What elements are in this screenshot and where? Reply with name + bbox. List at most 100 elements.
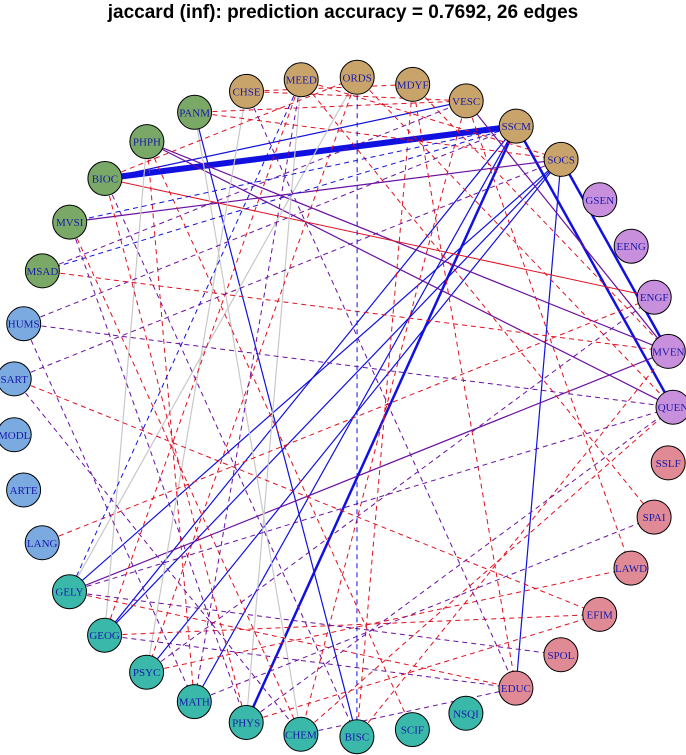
node-circle	[498, 108, 534, 144]
node-circle	[448, 83, 484, 119]
node-label: SSCM	[502, 121, 532, 133]
node-circle	[283, 62, 319, 98]
edge-phph-geog	[104, 141, 148, 636]
node-circle	[6, 472, 42, 508]
node-label: BIOC	[92, 174, 118, 186]
node-circle	[448, 695, 484, 731]
node-bisc: BISC	[339, 719, 375, 755]
node-label: EENG	[617, 241, 646, 253]
node-label: SCIF	[401, 725, 424, 737]
node-meed: MEED	[283, 62, 319, 98]
node-label: CHSE	[232, 86, 260, 98]
node-circle	[655, 389, 686, 425]
edge-math-spai	[194, 516, 655, 703]
edge-socs-mven	[560, 158, 670, 353]
node-gsen: GSEN	[582, 182, 618, 218]
edge-gely-mven	[69, 350, 669, 593]
edge-meed-math	[193, 79, 302, 702]
edge-panm-chem	[194, 112, 302, 735]
edge-sscm-phys	[245, 125, 518, 724]
node-label: MEED	[286, 75, 317, 87]
edge-msad-vesc	[42, 100, 467, 272]
node-quen: QUEN	[655, 389, 686, 425]
edge-geog-efim	[104, 613, 600, 636]
edge-bioc-ords	[104, 76, 358, 179]
node-gely: GELY	[52, 574, 87, 610]
edge-sscm-math	[193, 125, 517, 702]
node-circle	[229, 73, 264, 109]
node-math: MATH	[176, 684, 212, 720]
node-label: MDYF	[397, 79, 429, 91]
edge-ords-psyc	[146, 77, 358, 673]
node-socs: SOCS	[543, 141, 579, 177]
node-label: SPAI	[643, 512, 666, 524]
node-circle	[613, 228, 649, 264]
node-circle	[543, 141, 579, 177]
node-panm: PANM	[177, 94, 213, 130]
graph-title: jaccard (inf): prediction accuracy = 0.7…	[107, 2, 579, 23]
node-circle	[582, 182, 618, 218]
node-efim: EFIM	[582, 596, 618, 632]
node-label: MSAD	[27, 266, 59, 278]
node-label: HUMS	[8, 319, 40, 331]
edge-mdyf-educ	[412, 84, 517, 689]
edge-phys-quen	[245, 406, 674, 723]
edge-bioc-vesc	[104, 100, 467, 180]
node-psyc: PSYC	[129, 654, 165, 690]
node-label: PSYC	[133, 667, 161, 679]
node-spol: SPOL	[543, 637, 579, 673]
edge-bisc-mven	[356, 351, 669, 738]
node-label: MATH	[179, 697, 210, 709]
node-circle	[129, 654, 165, 690]
node-circle	[650, 445, 686, 481]
node-circle	[339, 59, 375, 95]
node-label: CHEM	[285, 729, 317, 741]
node-circle	[498, 670, 534, 706]
node-mvsi: MVSI	[52, 204, 88, 240]
node-phph: PHPH	[129, 124, 165, 160]
node-circle	[543, 637, 579, 673]
node-circle	[52, 574, 87, 610]
node-label: PHYS	[232, 718, 260, 730]
edge-phys-efim	[246, 613, 600, 723]
edge-meed-gely	[69, 79, 302, 592]
edge-sart-chem	[13, 378, 302, 735]
edge-socs-geog	[104, 158, 562, 636]
edge-meed-spai	[300, 79, 655, 518]
edge-bioc-phys	[104, 178, 247, 723]
node-label: SPOL	[547, 650, 574, 662]
node-circle	[613, 550, 649, 586]
node-circle	[24, 253, 60, 289]
edge-psyc-lawd	[146, 567, 632, 673]
node-label: ARTE	[10, 485, 38, 497]
edge-sscm-msad	[42, 125, 517, 272]
node-label: GEOG	[89, 630, 120, 642]
node-circle	[52, 204, 88, 240]
node-circle	[129, 124, 165, 160]
edge-panm-vesc	[194, 100, 467, 113]
edge-mvsi-phys	[69, 221, 247, 723]
node-geog: GEOG	[87, 617, 123, 653]
edge-gely-educ	[69, 591, 517, 689]
edge-chse-educ	[246, 91, 517, 689]
edge-vesc-lawd	[465, 100, 632, 569]
node-circle	[636, 499, 672, 535]
edge-vesc-chem	[300, 100, 467, 735]
edge-hums-quen	[23, 323, 674, 408]
node-circle	[0, 361, 32, 397]
edge-mdyf-bisc	[356, 84, 414, 737]
node-circle	[87, 617, 123, 653]
node-label: MODL	[0, 430, 31, 442]
node-circle	[177, 94, 213, 130]
node-lang: LANG	[24, 525, 60, 561]
node-eeng: EENG	[613, 228, 649, 264]
edge-lang-engf	[42, 296, 655, 544]
edge-mvsi-socs	[69, 158, 562, 223]
node-label: LAWD	[615, 563, 647, 575]
node-arte: ARTE	[6, 472, 42, 508]
node-spai: SPAI	[636, 499, 672, 535]
edge-vesc-mven	[465, 100, 669, 352]
node-ords: ORDS	[339, 59, 375, 95]
node-label: SSLF	[656, 458, 681, 470]
node-circle	[0, 417, 32, 453]
